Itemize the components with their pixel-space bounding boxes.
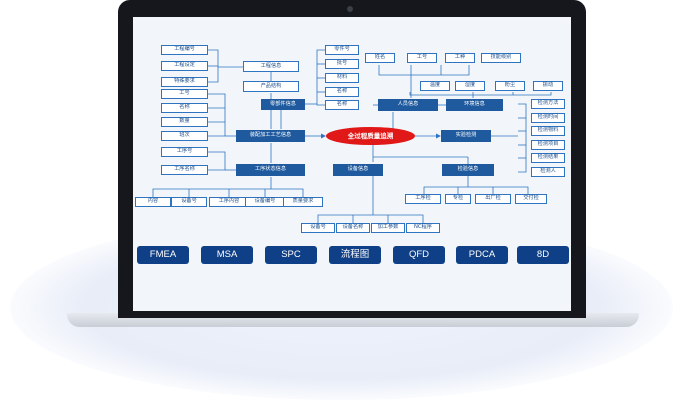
- node-material: 材料: [325, 73, 359, 83]
- node-process-inspection: 工序检: [405, 194, 441, 204]
- node-worker-id: 工号: [161, 89, 208, 99]
- node-lab-testing: 实验检测: [441, 130, 491, 142]
- node-part-number: 零件号: [325, 45, 359, 55]
- node-special-inspection: 专检: [445, 194, 471, 204]
- node-process-name: 工序名称: [161, 165, 208, 175]
- node-personnel-info: 人员信息: [378, 99, 438, 111]
- node-nc-program: NC程序: [406, 223, 440, 233]
- node-dust: 粉尘: [495, 81, 525, 91]
- tool-button-spc[interactable]: SPC: [265, 246, 317, 264]
- node-assembly-process-info: 装配加工工艺信息: [236, 130, 305, 142]
- node-process-content: 工序内容: [209, 197, 249, 207]
- node-batch-number: 批号: [325, 59, 359, 69]
- node-part-name: 名称: [325, 87, 359, 97]
- node-processing-parameters: 加工参数: [371, 223, 405, 233]
- node-quality-requirements: 质量要求: [283, 197, 323, 207]
- node-humidity: 湿度: [455, 81, 485, 91]
- node-device-name: 设备名称: [336, 223, 370, 233]
- node-skill-level: 技能级别: [481, 53, 521, 63]
- node-product-structure: 产品结构: [243, 81, 299, 92]
- node-shift: 班次: [161, 131, 208, 141]
- node-test-result: 检测结果: [531, 153, 565, 163]
- node-parts-info: 零部件信息: [261, 99, 305, 110]
- node-person-name: 姓名: [365, 53, 395, 63]
- node-employee-id: 工号: [407, 53, 437, 63]
- node-engineering-setting: 工程设定: [161, 61, 208, 71]
- node-process-status-info: 工序状态信息: [236, 164, 305, 176]
- tool-button-msa[interactable]: MSA: [201, 246, 253, 264]
- node-delivery-inspection: 交付检: [515, 194, 547, 204]
- node-quantity: 数量: [161, 117, 208, 127]
- tool-button-8d[interactable]: 8D: [517, 246, 569, 264]
- node-test-item: 检测项目: [531, 140, 565, 150]
- node-special-requirements: 特殊要求: [161, 77, 208, 87]
- node-equipment-info: 设备信息: [333, 164, 383, 176]
- node-part-name-2: 名称: [325, 100, 359, 110]
- node-engineering-info: 工程信息: [243, 61, 299, 72]
- node-content: 内容: [135, 197, 171, 207]
- connector-lines: [152, 49, 552, 223]
- tool-button-flowchart[interactable]: 流程图: [329, 246, 381, 264]
- node-test-method: 检测方法: [531, 99, 565, 109]
- node-job-type: 工种: [445, 53, 475, 63]
- tool-button-qfd[interactable]: QFD: [393, 246, 445, 264]
- laptop-screen: 工程编号 工程设定 特殊要求 工号 名称 数量 班次 工序号 工序名称 工程信息…: [133, 17, 571, 311]
- node-equipment-code: 设备编号: [245, 197, 285, 207]
- node-device-number: 设备号: [301, 223, 335, 233]
- laptop-frame: 工程编号 工程设定 特殊要求 工号 名称 数量 班次 工序号 工序名称 工程信息…: [118, 0, 586, 318]
- node-inspection-info: 检验信息: [442, 164, 494, 176]
- node-factory-inspection: 出厂检: [475, 194, 511, 204]
- tool-button-fmea[interactable]: FMEA: [137, 246, 189, 264]
- node-tester: 检测人: [531, 167, 565, 177]
- node-test-material: 检测物料: [531, 126, 565, 136]
- node-process-number: 工序号: [161, 147, 208, 157]
- node-equipment-number: 设备号: [171, 197, 207, 207]
- node-vibration: 振动: [533, 81, 563, 91]
- node-engineering-number: 工程编号: [161, 45, 208, 55]
- node-test-time: 检测时间: [531, 113, 565, 123]
- node-name: 名称: [161, 103, 208, 113]
- node-root-quality-traceability: 全过程质量追溯: [326, 127, 415, 145]
- tool-button-pdca[interactable]: PDCA: [456, 246, 508, 264]
- camera-icon: [347, 6, 353, 12]
- node-temperature: 温度: [420, 81, 450, 91]
- node-environment-info: 环境信息: [446, 99, 503, 111]
